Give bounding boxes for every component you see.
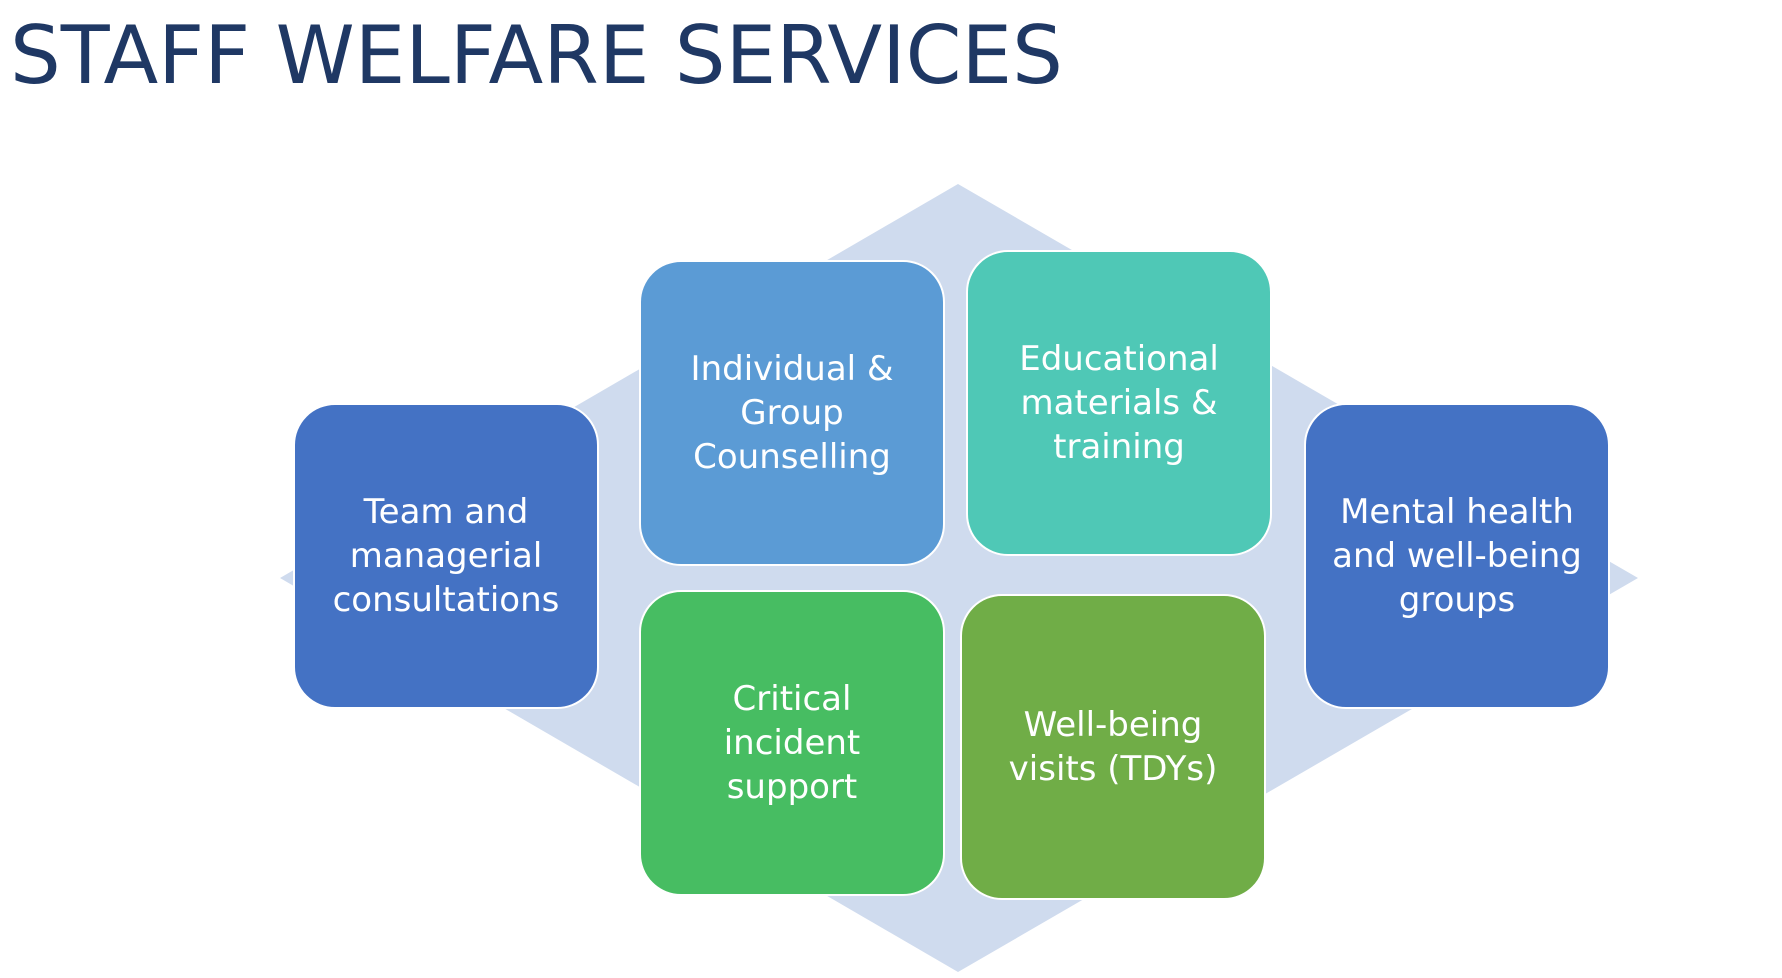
service-box-educational-materials: Educational materials & training [966, 250, 1272, 556]
service-label-team-consultations: Team and managerial consultations [332, 491, 560, 621]
service-label-wellbeing-visits: Well-being visits (TDYs) [1008, 704, 1218, 789]
service-box-mental-health-groups: Mental health and well-being groups [1304, 403, 1610, 709]
service-label-counselling: Individual & Group Counselling [690, 348, 894, 478]
diamond-shape [280, 184, 1638, 972]
service-label-mental-health-groups: Mental health and well-being groups [1332, 491, 1582, 621]
service-label-educational-materials: Educational materials & training [1019, 338, 1219, 468]
service-label-critical-incident: Critical incident support [723, 678, 861, 808]
service-box-wellbeing-visits: Well-being visits (TDYs) [960, 594, 1266, 900]
service-box-critical-incident: Critical incident support [639, 590, 945, 896]
page-title: STAFF WELFARE SERVICES [10, 9, 1063, 102]
service-box-team-consultations: Team and managerial consultations [293, 403, 599, 709]
service-box-counselling: Individual & Group Counselling [639, 260, 945, 566]
